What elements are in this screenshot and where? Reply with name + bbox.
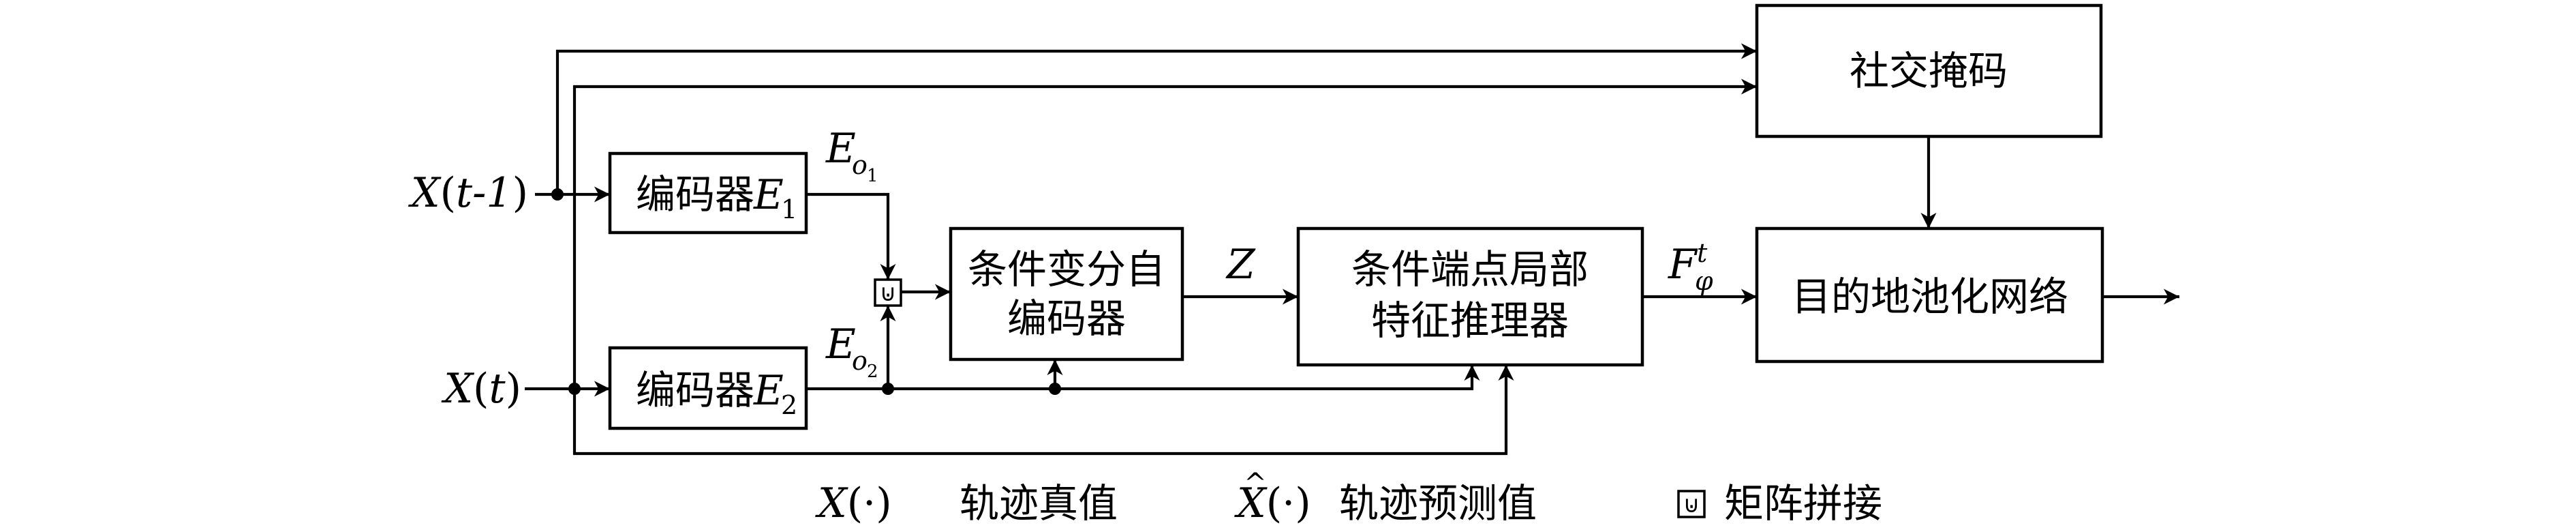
junction-dot bbox=[882, 383, 894, 395]
input-label-prev: X(t-1) bbox=[408, 169, 528, 217]
concat-node: ⊍ bbox=[874, 278, 902, 307]
input-prev-text: X(t-1) bbox=[408, 169, 528, 217]
endpoint-label-line1: 条件端点局部 bbox=[1351, 246, 1589, 293]
connectors bbox=[525, 43, 2179, 456]
arrow-curr-to-endpoint bbox=[572, 365, 1514, 456]
cvae-label-line2: 编码器 bbox=[1007, 295, 1126, 342]
legend-pred-text: 轨迹预测值 bbox=[1339, 480, 1537, 527]
legend-prediction: ^ X(·) 轨迹预测值 bbox=[1234, 468, 1537, 527]
pooling-label: 目的地池化网络 bbox=[1792, 274, 2068, 320]
block-pooling-network: 目的地池化网络 bbox=[1755, 226, 2104, 364]
social-mask-label: 社交掩码 bbox=[1850, 48, 2008, 94]
legend-gt-math: X(·) bbox=[815, 479, 892, 527]
endpoint-label-line2: 特征推理器 bbox=[1371, 297, 1569, 344]
legend-gt-text: 轨迹真值 bbox=[960, 480, 1118, 527]
concat-symbol: ⊍ bbox=[880, 280, 897, 307]
legend: X(·) 轨迹真值 ^ X(·) 轨迹预测值 ⊍ 矩阵拼接 bbox=[815, 468, 1882, 527]
eo2-symbol: E bbox=[825, 321, 856, 368]
arrow-eo1-to-concat bbox=[806, 192, 896, 280]
signal-eo1: E o 1 bbox=[825, 125, 878, 186]
eo1-symbol: E bbox=[825, 125, 856, 173]
f-superscript: t bbox=[1697, 238, 1708, 268]
legend-concat: ⊍ 矩阵拼接 bbox=[1677, 480, 1882, 527]
legend-pred-math: X(·) bbox=[1234, 479, 1311, 527]
arrow-eo2-to-endpoint bbox=[888, 365, 1480, 391]
eo1-subscript: o bbox=[852, 150, 868, 180]
eo1-subsubscript: 1 bbox=[867, 166, 878, 186]
junctions bbox=[551, 188, 1061, 395]
junction-dot bbox=[551, 188, 564, 201]
f-subscript: φ bbox=[1695, 266, 1713, 296]
eo2-subsubscript: 2 bbox=[867, 361, 878, 382]
input-label-curr: X(t) bbox=[441, 365, 521, 413]
signal-f: F t φ bbox=[1668, 238, 1713, 296]
signal-z: Z bbox=[1225, 241, 1256, 289]
block-encoder1: 编码器 E 1 bbox=[608, 151, 808, 235]
cvae-label-line1: 条件变分自 bbox=[968, 246, 1165, 293]
arrow-curr-to-social-mask bbox=[572, 78, 1757, 389]
encoder2-subscript: 2 bbox=[781, 390, 797, 420]
encoder1-symbol: E bbox=[753, 171, 784, 219]
block-cvae: 条件变分自 编码器 bbox=[949, 226, 1184, 361]
legend-concat-text: 矩阵拼接 bbox=[1724, 480, 1882, 527]
signal-eo2: E o 2 bbox=[825, 321, 878, 382]
input-curr-text: X(t) bbox=[441, 365, 521, 413]
arrow-prev-to-social-mask bbox=[555, 43, 1757, 194]
block-social-mask: 社交掩码 bbox=[1755, 3, 2103, 138]
eo2-subscript: o bbox=[852, 346, 868, 376]
encoder1-label: 编码器 bbox=[636, 171, 754, 218]
encoder2-label: 编码器 bbox=[636, 367, 754, 413]
block-endpoint-reasoner: 条件端点局部 特征推理器 bbox=[1296, 226, 1644, 367]
junction-dot bbox=[1049, 383, 1061, 395]
block-encoder2: 编码器 E 2 bbox=[608, 346, 808, 430]
f-symbol: F bbox=[1668, 241, 1698, 289]
legend-concat-symbol: ⊍ bbox=[1683, 491, 1700, 518]
legend-pred-hat: ^ bbox=[1244, 468, 1267, 499]
encoder1-subscript: 1 bbox=[781, 194, 797, 224]
junction-dot bbox=[568, 383, 581, 395]
encoder2-symbol: E bbox=[753, 367, 784, 415]
legend-ground-truth: X(·) 轨迹真值 bbox=[815, 479, 1118, 527]
z-symbol: Z bbox=[1225, 241, 1256, 289]
